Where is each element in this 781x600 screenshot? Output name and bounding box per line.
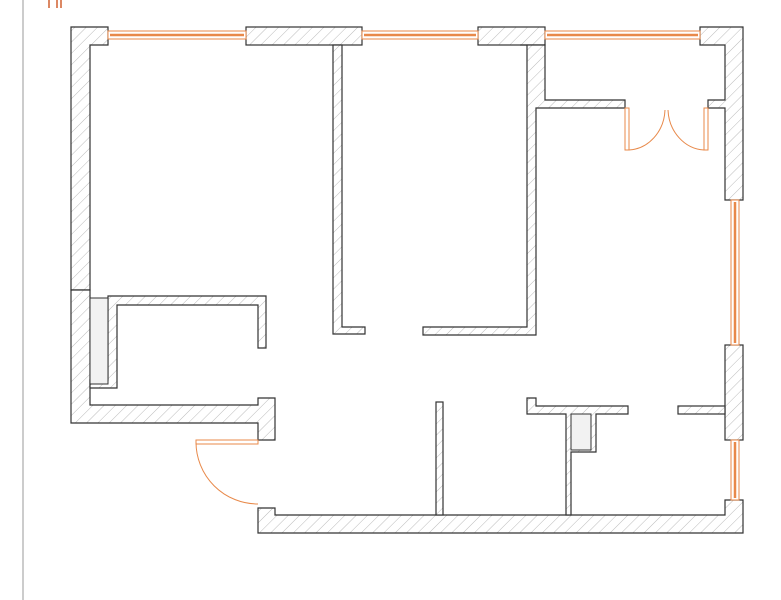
windows [107,30,740,501]
interior-walls [89,44,726,516]
exterior-walls [70,26,744,534]
title-mark-fragment [48,0,62,8]
shafts [89,297,592,451]
doors [195,107,709,505]
